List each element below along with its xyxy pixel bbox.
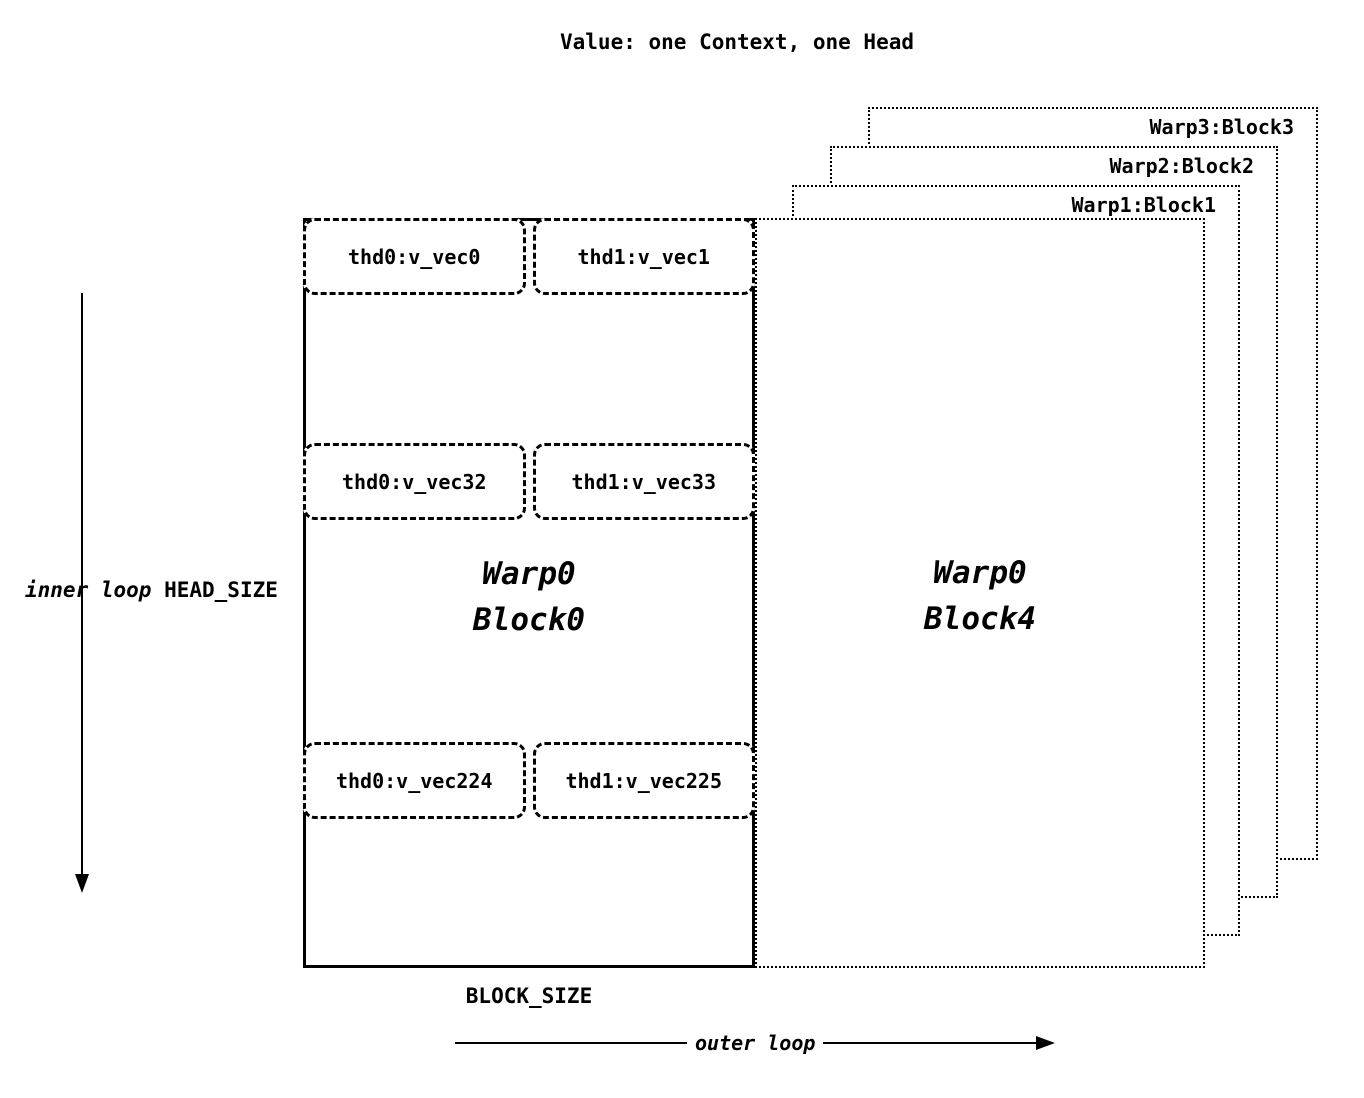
- diagram-title: Value: one Context, one Head: [560, 30, 915, 54]
- head-size-text: HEAD_SIZE: [164, 578, 278, 602]
- block0-label: Warp0 Block0: [306, 551, 752, 643]
- block-warp0-block4: Warp0 Block4: [755, 218, 1205, 968]
- block4-label-warp: Warp0: [933, 555, 1027, 591]
- outer-loop-label: outer loop: [687, 1031, 824, 1055]
- thread-box-vec32: thd0:v_vec32: [303, 443, 526, 520]
- thread-row-0: thd0:v_vec0 thd1:v_vec1: [303, 218, 755, 295]
- outer-loop-arrowhead-icon: [1036, 1036, 1055, 1050]
- block4-label: Warp0 Block4: [757, 550, 1203, 642]
- block-warp1-label: Warp1:Block1: [1071, 193, 1217, 217]
- inner-loop-arrowhead-icon: [75, 874, 89, 893]
- thread-box-vec224: thd0:v_vec224: [303, 742, 526, 819]
- block-warp2-label: Warp2:Block2: [1109, 154, 1255, 178]
- thread-box-vec225: thd1:v_vec225: [532, 742, 755, 819]
- inner-loop-text: inner loop: [25, 578, 152, 602]
- block-warp0-block0: thd0:v_vec0 thd1:v_vec1 thd0:v_vec32 thd…: [303, 218, 755, 968]
- inner-loop-spacer: [151, 578, 164, 602]
- inner-loop-label: inner loop HEAD_SIZE: [25, 578, 278, 602]
- block-size-label: BLOCK_SIZE: [465, 984, 593, 1008]
- block0-label-warp: Warp0: [482, 556, 576, 592]
- thread-box-vec0: thd0:v_vec0: [303, 218, 526, 295]
- thread-row-1: thd0:v_vec32 thd1:v_vec33: [303, 443, 755, 520]
- block4-label-block: Block4: [924, 601, 1036, 637]
- block-warp3-label: Warp3:Block3: [1149, 115, 1295, 139]
- thread-box-vec1: thd1:v_vec1: [532, 218, 755, 295]
- inner-loop-arrow-line: [81, 293, 83, 874]
- thread-box-vec33: thd1:v_vec33: [532, 443, 755, 520]
- block0-label-block: Block0: [473, 602, 585, 638]
- thread-row-2: thd0:v_vec224 thd1:v_vec225: [303, 742, 755, 819]
- inner-loop-arrow: [74, 293, 90, 893]
